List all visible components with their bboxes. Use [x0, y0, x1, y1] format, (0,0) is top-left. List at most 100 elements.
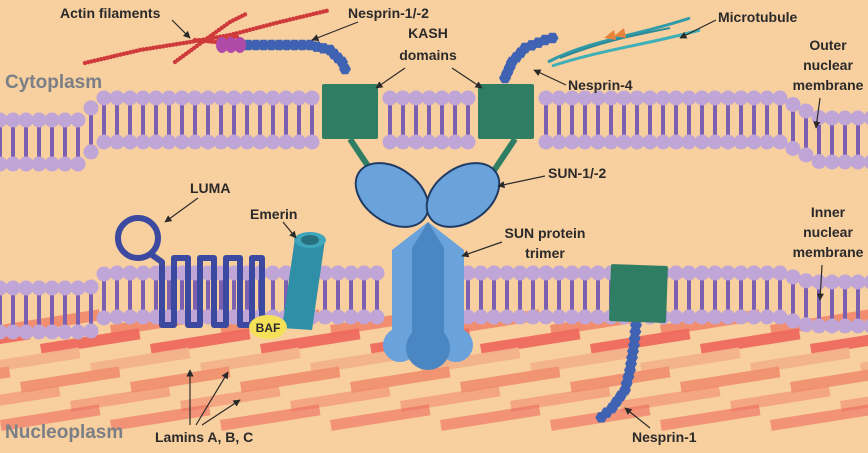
lipid-head [655, 134, 671, 150]
lipid-head [57, 280, 73, 296]
lipid-head [5, 156, 21, 172]
lipid-head [473, 309, 489, 325]
actin-monomer [274, 20, 279, 26]
actin-monomer [254, 25, 259, 31]
lipid-head [564, 265, 580, 281]
actin-monomer [177, 41, 183, 46]
lipid-head [824, 318, 840, 334]
lipid-head [811, 110, 827, 125]
actin-monomer [242, 12, 248, 17]
nesprin-repeat [339, 63, 351, 75]
actin-monomer [314, 11, 319, 16]
lipid-head [44, 112, 60, 128]
lamin-segment [480, 328, 581, 355]
lipid-head [447, 134, 463, 150]
lamin-segment [330, 404, 431, 431]
lipid-head [590, 134, 606, 150]
nucleoplasm-label: Nucleoplasm [5, 422, 123, 443]
lipid-head [18, 280, 34, 296]
lipid-head [44, 156, 60, 172]
lipid-head [772, 134, 788, 150]
kash-label-line2: domains [399, 47, 457, 63]
lipid-head [5, 112, 21, 128]
lipid-head [694, 134, 710, 150]
lipid-head [369, 265, 385, 281]
lipid-head [200, 90, 216, 106]
actin-monomer [251, 26, 256, 32]
lipid-head [642, 134, 658, 150]
lipid-head [70, 156, 86, 172]
nesprin-repeat [288, 39, 301, 51]
actin-monomer [277, 19, 283, 25]
lipid-head [499, 265, 515, 281]
lipid-head [278, 134, 294, 150]
lamin-segment [770, 404, 868, 431]
nesprin-1-kash-domain [609, 264, 668, 323]
sun-protein-trimer [383, 222, 473, 370]
actin-monomer [196, 38, 201, 43]
lipid-head [421, 90, 437, 106]
lipid-head [31, 324, 47, 340]
lipid-head [733, 134, 749, 150]
actin-monomer [307, 12, 313, 17]
lipid-head [564, 309, 580, 325]
lipid-head [551, 90, 567, 106]
lipid-head [564, 90, 580, 106]
sun-1-2-label: SUN-1/-2 [548, 165, 607, 181]
lipid-head [343, 265, 359, 281]
lipid-head [395, 90, 411, 106]
lipid-head [382, 134, 398, 150]
lipid-head [18, 324, 34, 340]
lipid-head [343, 309, 359, 325]
lamin-segment [810, 328, 868, 355]
lipid-head [538, 134, 554, 150]
cytoplasm-label: Cytoplasm [5, 72, 102, 93]
lamin-segment [239, 366, 341, 393]
lipid-head [57, 156, 73, 172]
lipid-head [824, 154, 840, 170]
actin-monomer [161, 44, 166, 49]
nesprin-1-2-binding-domain [216, 37, 246, 53]
lipid-head [499, 309, 515, 325]
lipid-head [239, 90, 255, 106]
outer-membrane-label-1: Outer [809, 37, 847, 53]
lipid-head [5, 324, 21, 340]
actin-filaments-label: Actin filaments [60, 5, 161, 21]
actin-monomer [137, 47, 143, 53]
lipid-head [720, 90, 736, 106]
actin-monomer [157, 44, 163, 49]
lipid-head [759, 309, 775, 325]
lipid-head [811, 274, 827, 290]
actin-monomer [192, 37, 198, 43]
lipid-head [772, 90, 788, 106]
lamin-segment [39, 328, 141, 355]
lipid-head [239, 134, 255, 150]
kash-label-line1: KASH [408, 25, 448, 41]
lipid-head [213, 134, 229, 150]
kash-domain-left [322, 84, 378, 139]
lipid-head [681, 134, 697, 150]
lipid-head [590, 309, 606, 325]
lipid-head [824, 274, 840, 290]
lipid-head [512, 309, 528, 325]
lipid-head [668, 134, 684, 150]
actin-monomer [199, 38, 204, 43]
lipid-head [330, 309, 346, 325]
lipid-head [525, 265, 541, 281]
lipid-head [772, 309, 788, 325]
lipid-head [135, 90, 151, 106]
nesprin-repeat [296, 39, 309, 51]
nesprin-repeat [280, 39, 293, 51]
lipid-head [772, 265, 788, 281]
actin-monomer [187, 39, 193, 45]
nesprin-repeat [257, 39, 270, 51]
lamin-segment [789, 366, 868, 393]
lipid-head [252, 90, 268, 106]
actin-monomer [206, 39, 211, 44]
lipid-head [837, 318, 853, 334]
lipid-head [96, 134, 112, 150]
lipid-head [850, 274, 866, 290]
lipid-head [720, 134, 736, 150]
lipid-head [798, 147, 814, 163]
